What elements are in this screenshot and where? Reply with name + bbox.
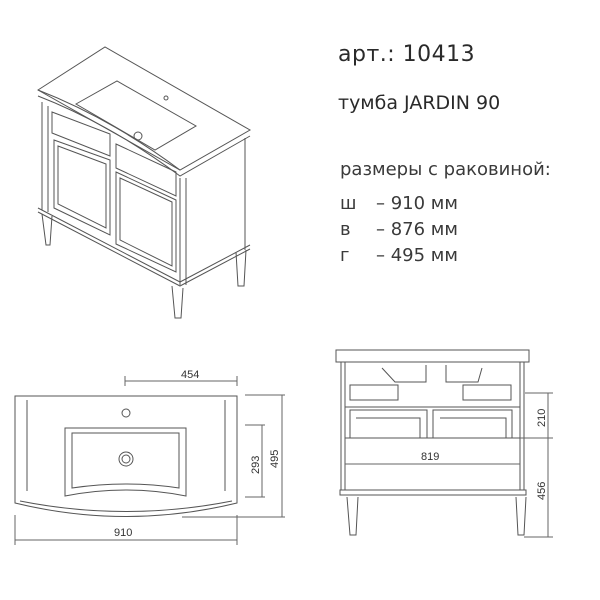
article-number: арт.: 10413 (338, 42, 476, 67)
dimensions-title: размеры с раковиной: (340, 159, 551, 180)
dimension-value: – 910 мм (376, 193, 458, 214)
dimension-value: – 876 мм (376, 219, 458, 240)
front-view-dimension-lines (345, 392, 553, 538)
dim-819: 819 (421, 451, 439, 463)
front-view-cabinet-drawing (335, 349, 530, 536)
dimension-value: – 495 мм (376, 245, 458, 266)
dimension-height: в – 876 мм (340, 219, 458, 240)
top-view-basin-drawing (14, 395, 238, 517)
top-view-dimension-lines (14, 376, 285, 545)
dim-495: 495 (269, 450, 281, 468)
dimension-key: в (340, 219, 351, 240)
dim-293: 293 (250, 456, 262, 474)
dimension-depth: г – 495 мм (340, 245, 458, 266)
isometric-cabinet-drawing (37, 46, 252, 319)
dimension-key: г (340, 245, 350, 266)
dim-454: 454 (181, 369, 199, 381)
dim-456: 456 (536, 482, 548, 500)
model-name: тумба JARDIN 90 (338, 92, 501, 114)
dim-910: 910 (114, 527, 132, 539)
dim-210: 210 (536, 409, 548, 427)
dimension-key: ш (340, 193, 357, 214)
dimension-width: ш – 910 мм (340, 193, 458, 214)
